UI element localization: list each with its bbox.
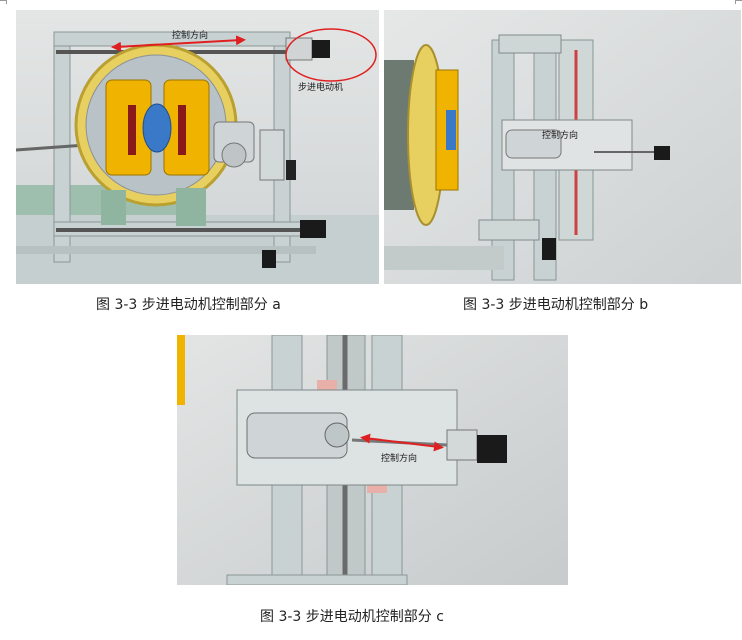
stepper-motor bbox=[477, 435, 507, 463]
direction-arrow bbox=[111, 35, 246, 52]
stepper-motor bbox=[654, 146, 670, 160]
caption-figure-b: 图 3-3 步进电动机控制部分 b bbox=[463, 297, 649, 313]
spindle-motor bbox=[505, 129, 562, 159]
figure-b-render: 控制方向 bbox=[384, 10, 741, 284]
figure-b-drawing: 控制方向 bbox=[384, 10, 741, 284]
figure-a-drawing: 控制方向 步进电动机 bbox=[16, 10, 379, 284]
label-motor-a: 步进电动机 bbox=[298, 81, 343, 93]
label-direction-b: 控制方向 bbox=[542, 129, 578, 141]
highlight-circle bbox=[285, 28, 377, 82]
figure-c-render: 控制方向 bbox=[177, 335, 568, 585]
workpiece bbox=[142, 103, 172, 153]
caption-figure-a: 图 3-3 步进电动机控制部分 a bbox=[96, 297, 281, 313]
label-direction-a: 控制方向 bbox=[172, 29, 208, 41]
figure-a-render: 控制方向 步进电动机 bbox=[16, 10, 379, 284]
stepper-motor bbox=[312, 40, 330, 58]
label-direction-c: 控制方向 bbox=[381, 452, 417, 464]
direction-arrow bbox=[360, 433, 444, 452]
page-corner-mark-right bbox=[735, 0, 742, 4]
page-corner-mark-left bbox=[0, 0, 7, 4]
figure-c-drawing: 控制方向 bbox=[177, 335, 568, 585]
caption-figure-c: 图 3-3 步进电动机控制部分 c bbox=[260, 609, 444, 625]
